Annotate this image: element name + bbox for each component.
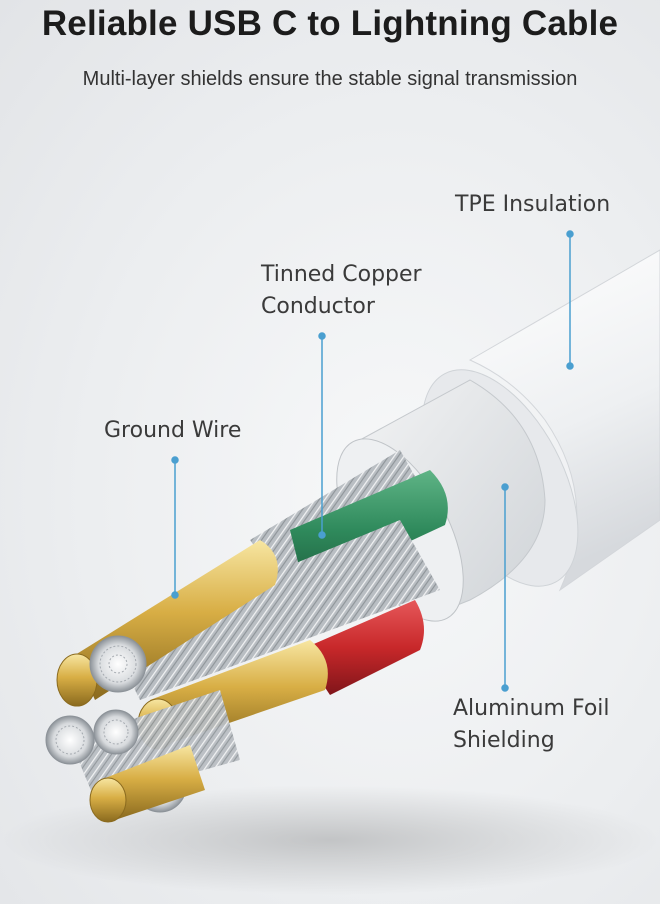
leader-lines [171, 230, 574, 692]
label-foil-line2: Shielding [453, 728, 555, 753]
label-tpe-line1: TPE Insulation [455, 192, 611, 217]
strand-end-left [45, 715, 95, 765]
leader-copper-dot-bottom [318, 531, 326, 539]
leader-tpe-dot-top [566, 230, 574, 238]
leader-foil-dot-bottom [501, 684, 509, 692]
strand-wire-upper [110, 520, 440, 700]
leader-tpe-dot-bottom [566, 362, 574, 370]
label-copper-line1: Tinned Copper [261, 262, 422, 287]
label-aluminum-foil: Aluminum Foil Shielding [453, 693, 610, 757]
leader-ground-dot-top [171, 456, 179, 464]
page-subtitle: Multi-layer shields ensure the stable si… [82, 68, 578, 90]
red-wire [300, 600, 424, 695]
leader-foil-dot-top [501, 483, 509, 491]
leader-ground-dot-bottom [171, 591, 179, 599]
label-tinned-copper: Tinned Copper Conductor [261, 259, 422, 323]
floor-shadow [0, 785, 660, 895]
page-title: Reliable USB C to Lightning Cable [41, 4, 619, 43]
label-tpe-insulation: TPE Insulation [455, 189, 610, 221]
label-foil-line1: Aluminum Foil [453, 696, 610, 721]
leader-copper-dot-top [318, 332, 326, 340]
strand-wire-lower [70, 690, 240, 800]
gold-wire-bottom-tip [89, 777, 127, 823]
label-copper-line2: Conductor [261, 294, 375, 319]
strand-end-main [89, 635, 147, 693]
label-ground-wire: Ground Wire [104, 415, 241, 447]
strand-end-center [93, 709, 139, 755]
tpe-insulation-jacket [468, 249, 660, 592]
label-ground-line1: Ground Wire [104, 418, 242, 443]
